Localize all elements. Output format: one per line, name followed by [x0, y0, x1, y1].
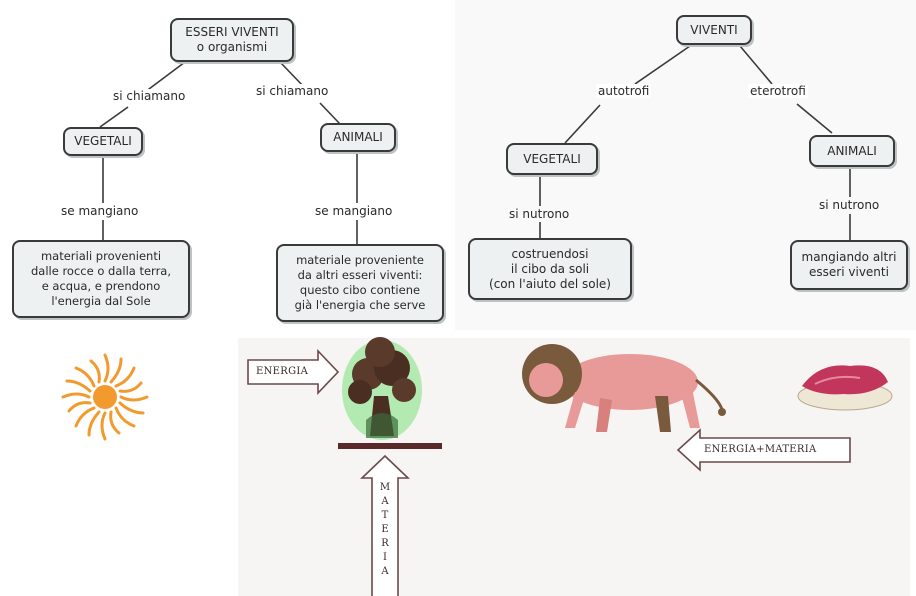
node-esseri-viventi: ESSERI VIVENTI o organismi: [170, 18, 294, 62]
materia-letter: A: [381, 496, 389, 507]
link-se-mangiano-right: se mangiano: [313, 204, 395, 218]
materia-letter: I: [383, 552, 387, 563]
energia-arrow: [247, 349, 340, 395]
energia-label: ENERGIA: [256, 366, 309, 377]
node-viventi: VIVENTI: [676, 15, 752, 45]
sun-icon: [61, 353, 149, 441]
materia-letter: T: [381, 510, 389, 521]
materia-letter: R: [381, 538, 389, 549]
node-desc-vegetali-right: costruendosi il cibo da soli (con l'aiut…: [468, 238, 632, 300]
meat-icon: [797, 365, 893, 411]
link-si-chiamano-right: si chiamano: [254, 84, 331, 98]
energia-materia-label: ENERGIA+MATERIA: [704, 444, 817, 455]
materia-arrow: [360, 454, 410, 596]
link-si-nutrono-right: si nutrono: [817, 198, 882, 212]
materia-letter: E: [381, 524, 389, 535]
ground-bar: [338, 443, 442, 449]
node-vegetali-right: VEGETALI: [506, 143, 598, 175]
node-animali-right: ANIMALI: [809, 135, 895, 167]
node-desc-vegetali-left: materiali provenienti dalle rocce o dall…: [12, 240, 190, 318]
link-si-nutrono-left: si nutrono: [507, 207, 572, 221]
tree-icon: [342, 337, 422, 440]
node-desc-animali-left: materiale proveniente da altri esseri vi…: [276, 244, 444, 322]
energia-materia-arrow: [676, 428, 851, 472]
materia-letter: A: [381, 566, 389, 577]
node-vegetali-left: VEGETALI: [63, 127, 143, 156]
link-si-chiamano-left: si chiamano: [111, 89, 188, 103]
materia-letter: M: [379, 482, 391, 493]
link-se-mangiano-left: se mangiano: [59, 204, 141, 218]
link-autotrofi: autotrofi: [596, 84, 652, 98]
lion-icon: [522, 344, 726, 432]
node-animali-left: ANIMALI: [320, 123, 396, 152]
node-desc-animali-right: mangiando altri esseri viventi: [790, 240, 908, 290]
link-eterotrofi: eterotrofi: [748, 84, 808, 98]
